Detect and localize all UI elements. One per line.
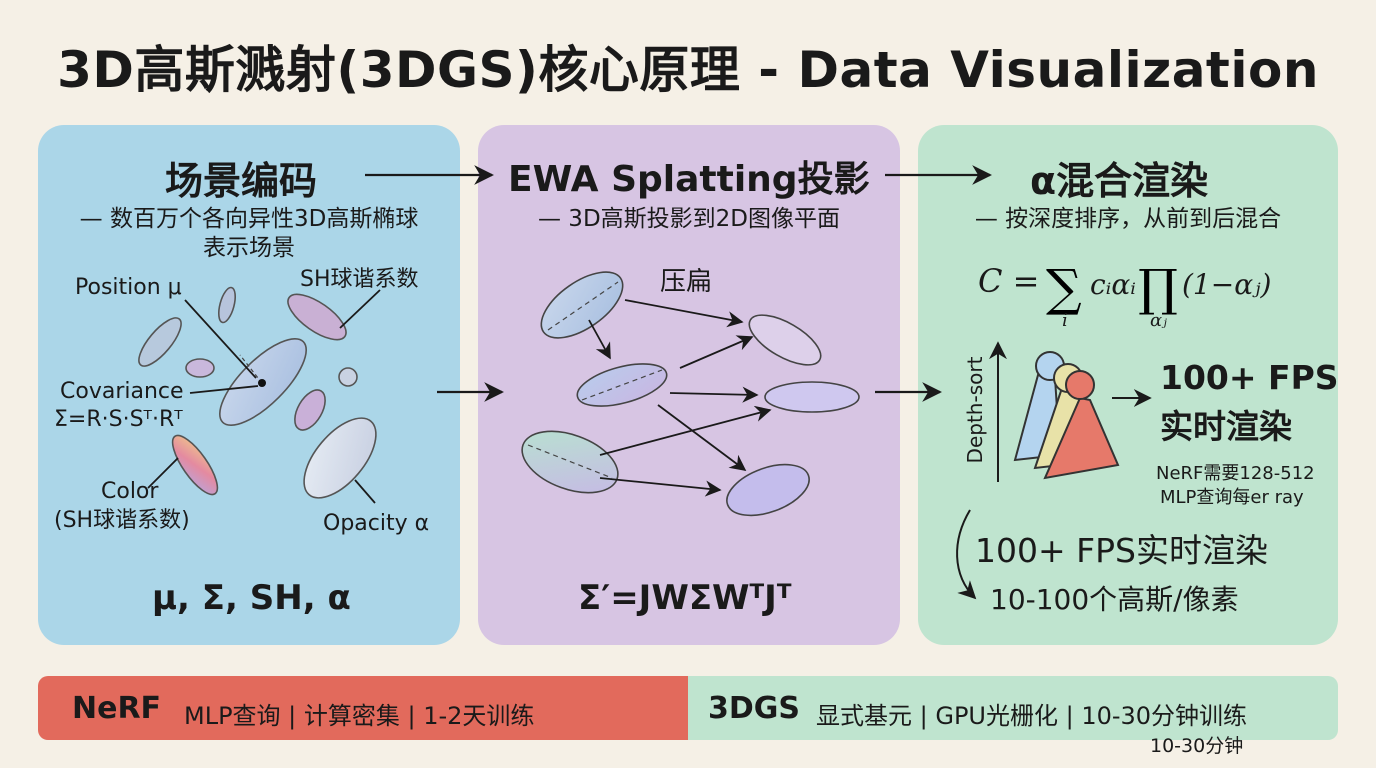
gaussian-3d-ellipse: [576, 363, 668, 407]
fps-line-2: 实时渲染: [1160, 407, 1292, 446]
gs-comparison-bar: 3DGS 显式基元 | GPU光栅化 | 10-30分钟训练: [688, 676, 1338, 740]
formula-sum-body: cᵢαᵢ: [1090, 268, 1136, 301]
label-position: Position μ: [75, 275, 182, 300]
fps-line-1: 100+ FPS: [1160, 358, 1339, 397]
formula-lhs: C =: [978, 262, 1040, 300]
formula-prod-index: αⱼ: [1150, 310, 1167, 331]
projection-graphic: [521, 271, 860, 517]
gaussian-2d-ellipse: [748, 314, 822, 366]
fps-big: 100+ FPS实时渲染: [975, 531, 1268, 570]
subtitle-alpha-blending: — 按深度排序，从前到后混合: [974, 206, 1282, 232]
projection-formula: Σ′=JWΣWᵀJᵀ: [578, 578, 792, 618]
subtitle-scene-encoding: — 数百万个各向异性3D高斯椭球 表示场景: [46, 205, 452, 263]
gaussian-ellipse: [138, 317, 182, 367]
subtitle-line: 表示场景: [203, 235, 295, 261]
gaussian-ellipse: [338, 367, 358, 387]
label-covariance: Covariance: [60, 379, 184, 404]
blending-formula: C =: [978, 262, 1039, 300]
gaussian-ellipse: [171, 434, 219, 496]
label-flatten: 压扁: [660, 267, 713, 297]
curved-arrow: [956, 509, 977, 600]
nerf-note-line-2: MLP查询每er ray: [1160, 487, 1304, 508]
sorted-splats: [1013, 351, 1120, 480]
label-color: Color: [101, 479, 159, 504]
leader-lines: [147, 289, 381, 504]
gaussian-params: μ, Σ, SH, α: [152, 578, 351, 618]
label-opacity: Opacity α: [323, 511, 430, 536]
heading-alpha-blending: α混合渲染: [1030, 159, 1209, 203]
nerf-label: NeRF: [72, 691, 162, 726]
formula-sum-index: i: [1062, 310, 1068, 331]
product-symbol: ∏: [1138, 259, 1178, 317]
heading-scene-encoding: 场景编码: [165, 159, 318, 203]
gs-description: 显式基元 | GPU光栅化 | 10-30分钟训练: [816, 702, 1248, 730]
gaussian-ellipse: [294, 389, 326, 431]
gaussian-ellipse: [287, 293, 347, 341]
subtitle-ewa-splatting: — 3D高斯投影到2D图像平面: [538, 206, 840, 232]
gaussian-2d-ellipse: [764, 381, 860, 413]
gaussian-ellipse: [217, 286, 237, 324]
heading-ewa-splatting: EWA Splatting投影: [508, 159, 870, 200]
gs-label: 3DGS: [708, 691, 801, 726]
gaussian-ellipse: [185, 358, 215, 378]
projection-arrows: [588, 299, 772, 497]
depth-sort-label: Depth-sort: [963, 356, 987, 464]
subtitle-line: — 数百万个各向异性3D高斯椭球: [79, 206, 419, 232]
sum-symbol: ∑: [1046, 259, 1082, 317]
page-title: 3D高斯溅射(3DGS)核心原理 - Data Visualization: [57, 41, 1319, 99]
gaussian-3d-ellipse: [540, 271, 624, 339]
label-sh: SH球谐系数: [300, 267, 419, 292]
gaussian-2d-ellipse: [726, 463, 810, 517]
gaussian-ellipse: [303, 417, 377, 499]
label-covariance-formula: Σ=R·S·Sᵀ·Rᵀ: [54, 407, 183, 432]
nerf-description: MLP查询 | 计算密集 | 1-2天训练: [184, 702, 535, 730]
nerf-note-line-1: NeRF需要128-512: [1156, 463, 1315, 484]
label-color-sub: (SH球谐系数): [54, 508, 190, 533]
nerf-comparison-bar: NeRF MLP查询 | 计算密集 | 1-2天训练: [38, 676, 688, 740]
gaussians-per-pixel: 10-100个高斯/像素: [990, 583, 1239, 616]
gs-training-note: 10-30分钟: [1150, 735, 1244, 757]
formula-prod-body: (1−αⱼ): [1182, 268, 1272, 301]
